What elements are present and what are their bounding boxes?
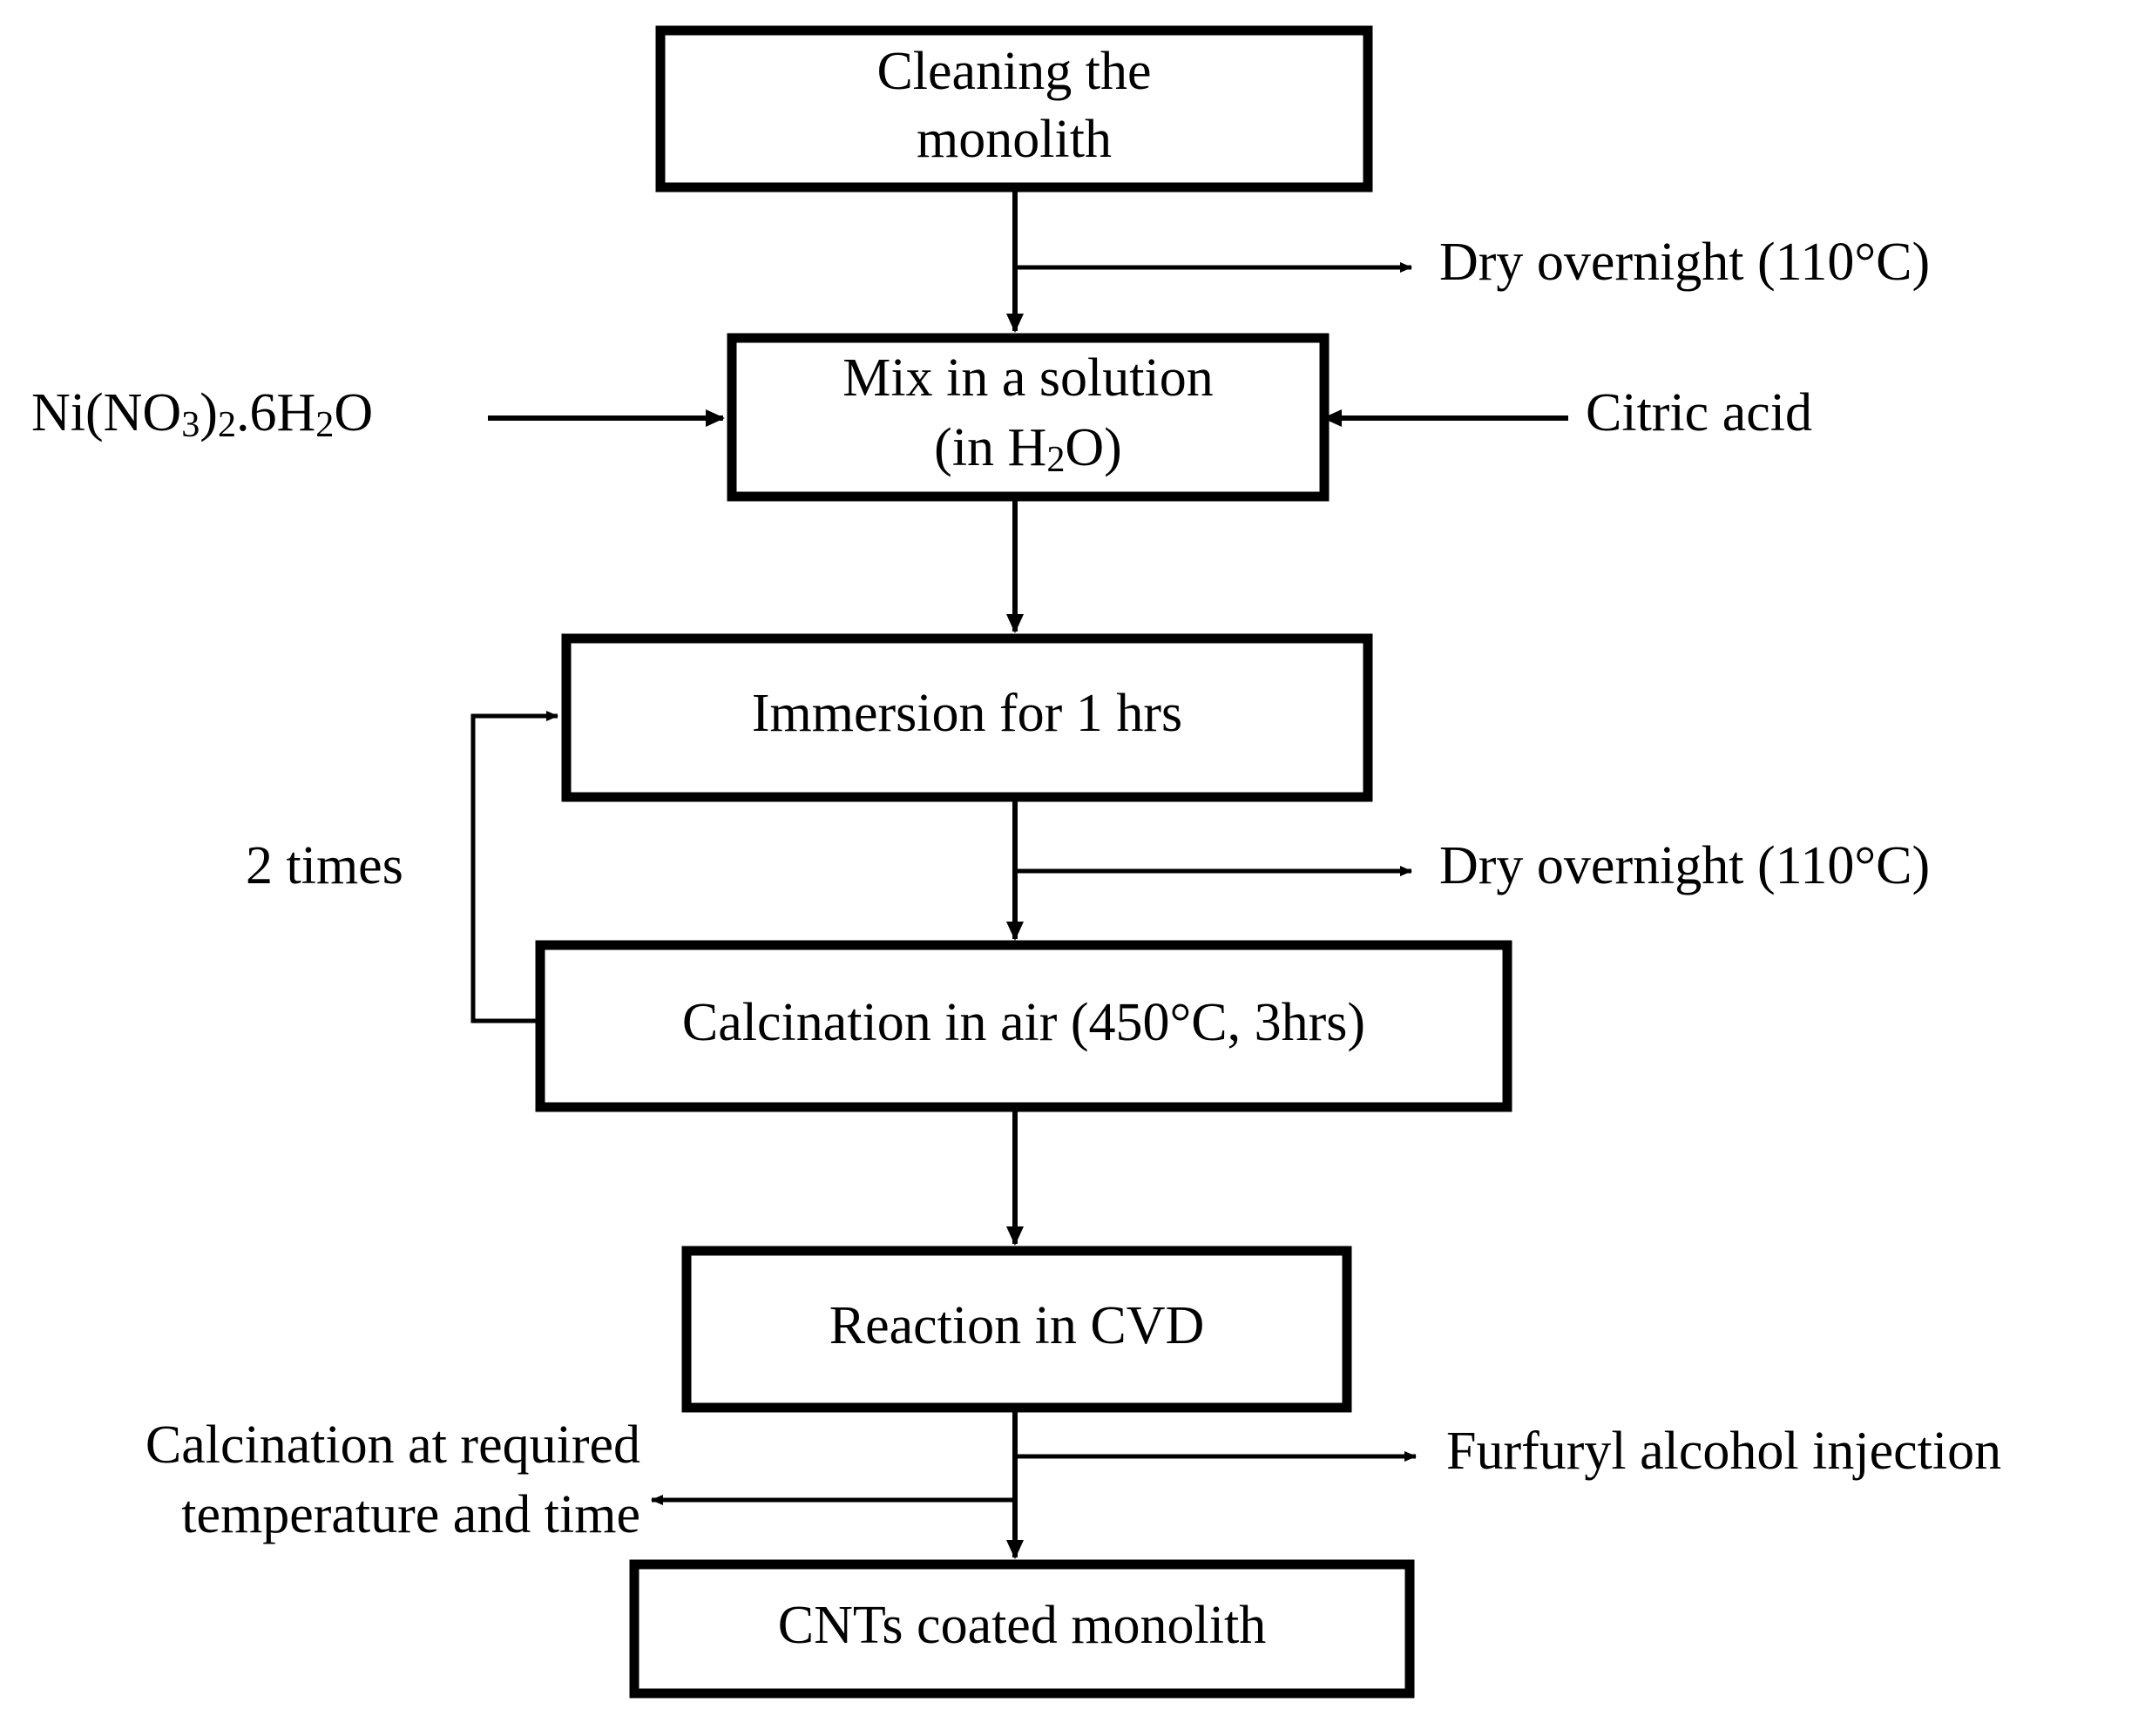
- nickel-sub1: 3: [181, 404, 200, 445]
- node-cleaning-the-monolith[interactable]: Cleaning the monolith: [655, 25, 1373, 193]
- node-immersion-for-1-hrs[interactable]: Immersion for 1 hrs: [561, 633, 1373, 802]
- label-calcination-required-line1: Calcination at required: [145, 1415, 640, 1475]
- label-dry-overnight-2: Dry overnight (110°C): [1439, 836, 1930, 895]
- node-label-cvd: Reaction in CVD: [829, 1296, 1205, 1355]
- label-loop-count: 2 times: [246, 836, 403, 895]
- node-box-calcination: [535, 940, 1512, 1112]
- label-dry-overnight-1: Dry overnight (110°C): [1439, 233, 1930, 292]
- nickel-sub3: 2: [315, 404, 334, 445]
- nickel-mid2: .6H: [236, 383, 315, 442]
- nickel-mid1: ): [200, 383, 218, 442]
- node-label-immersion: Immersion for 1 hrs: [752, 684, 1182, 743]
- node-reaction-in-cvd[interactable]: Reaction in CVD: [681, 1246, 1352, 1413]
- mix-line2-sub: 2: [1046, 439, 1065, 480]
- nickel-suffix: O: [334, 383, 373, 442]
- label-nickel-nitrate: Ni(NO3)2.6H2O: [31, 383, 373, 445]
- node-label-cleaning-line2: monolith: [917, 110, 1112, 169]
- node-label-mix-line2: (in H2O): [934, 418, 1122, 480]
- node-box-immersion: [561, 633, 1373, 802]
- node-calcination-in-air[interactable]: Calcination in air (450°C, 3hrs): [535, 940, 1512, 1112]
- connector-recycle-loop: [470, 711, 558, 1023]
- nickel-sub2: 2: [218, 404, 236, 445]
- mix-line2-suffix: O): [1065, 418, 1121, 477]
- mix-line2-prefix: (in H: [934, 418, 1046, 477]
- node-label-product: CNTs coated monolith: [778, 1596, 1266, 1655]
- node-box-cvd: [681, 1246, 1352, 1413]
- node-box-mix: [727, 333, 1330, 502]
- label-calcination-required-line2: temperature and time: [181, 1485, 640, 1544]
- node-label-mix-line1: Mix in a solution: [842, 348, 1213, 408]
- nickel-prefix: Ni(NO: [31, 383, 181, 442]
- node-label-calcination: Calcination in air (450°C, 3hrs): [682, 993, 1365, 1052]
- label-citric-acid: Citric acid: [1586, 383, 1812, 442]
- node-box-cleaning: [655, 25, 1373, 193]
- node-box-product: [629, 1559, 1415, 1699]
- node-mix-in-a-solution[interactable]: Mix in a solution (in H2O): [727, 333, 1330, 502]
- label-furfuryl-alcohol-injection: Furfuryl alcohol injection: [1446, 1422, 2001, 1481]
- node-cnts-coated-monolith[interactable]: CNTs coated monolith: [629, 1559, 1415, 1699]
- node-label-cleaning-line1: Cleaning the: [876, 42, 1151, 101]
